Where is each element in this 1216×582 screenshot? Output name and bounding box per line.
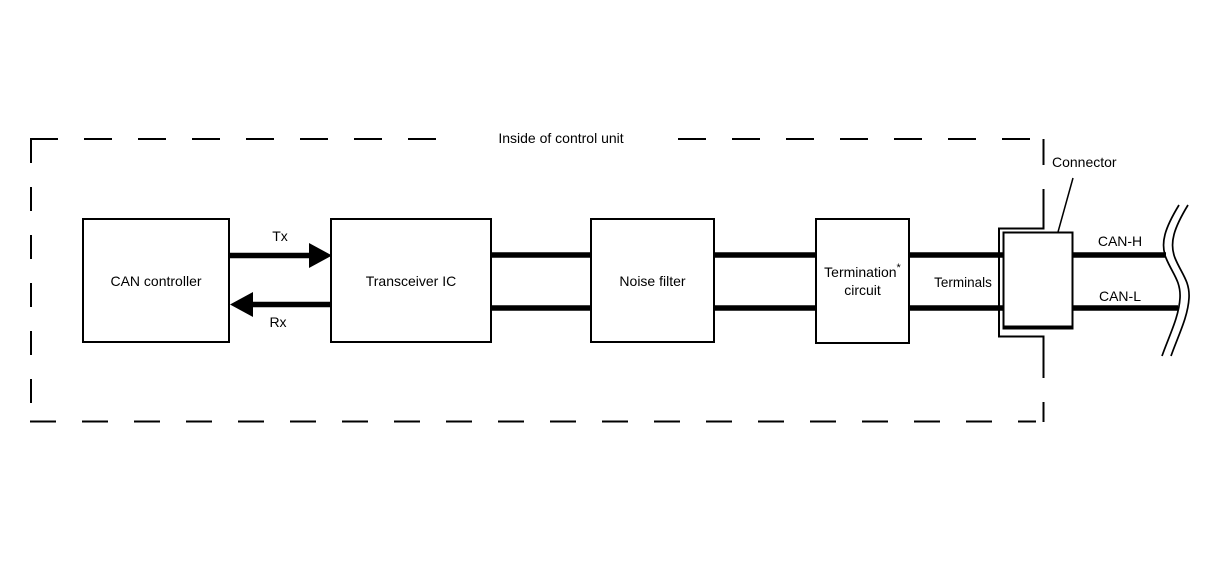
can-controller-block: CAN controller: [82, 218, 230, 343]
transceiver-ic-label: Transceiver IC: [365, 272, 457, 289]
cable-break-icon: [1161, 204, 1181, 357]
transceiver-ic-block: Transceiver IC: [330, 218, 492, 343]
termination-circuit-block: Termination* circuit: [815, 218, 910, 344]
connector-body: [1002, 231, 1074, 330]
can-l-label: CAN-L: [1098, 288, 1141, 304]
connector-label: Connector: [1052, 154, 1117, 170]
footnote-asterisk: *: [896, 262, 901, 274]
tx-signal-label: Tx: [272, 228, 288, 244]
connector-flange-outline: [998, 211, 1045, 353]
termination-circuit-label: Termination* circuit: [824, 262, 901, 299]
cable-break-icon: [1170, 204, 1190, 357]
rx-arrowhead-icon: [230, 292, 253, 317]
rx-signal-label: Rx: [269, 314, 287, 330]
tx-arrowhead-icon: [309, 243, 332, 268]
boundary-title: Inside of control unit: [448, 129, 674, 148]
terminals-label: Terminals: [934, 275, 992, 290]
can-h-label: CAN-H: [1097, 233, 1143, 249]
noise-filter-label: Noise filter: [619, 272, 686, 289]
connector-leader-line: [1057, 177, 1074, 233]
noise-filter-block: Noise filter: [590, 218, 715, 343]
can-controller-label: CAN controller: [110, 272, 202, 289]
